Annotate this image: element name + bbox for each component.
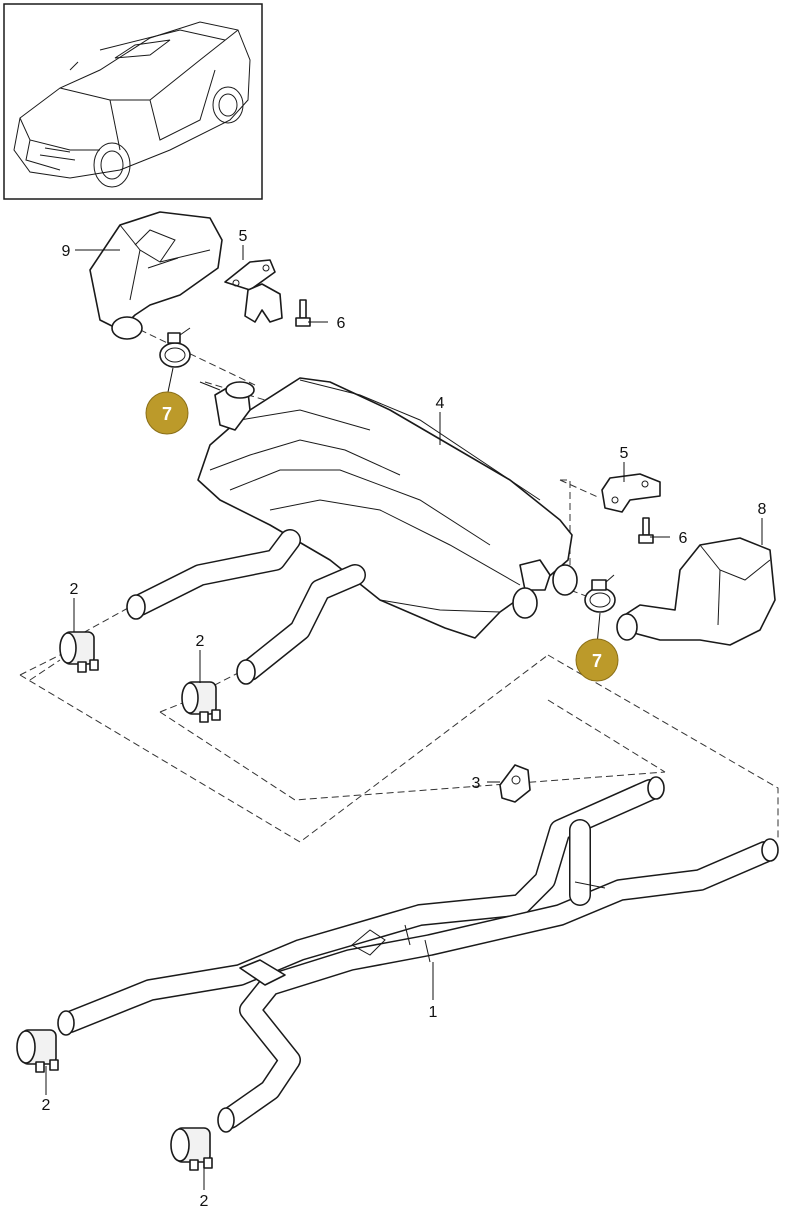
label-bracket-left: 5 xyxy=(239,228,248,245)
part-labels: 9 5 6 4 5 6 8 2 2 3 1 2 2 xyxy=(42,228,767,1210)
screw-right xyxy=(638,517,654,544)
bracket-right xyxy=(601,473,661,513)
tailpipe-left xyxy=(89,211,223,340)
label-bracket-right: 5 xyxy=(620,445,629,462)
label-screw-left: 6 xyxy=(337,315,346,332)
label-silencer: 4 xyxy=(436,395,445,412)
label-tailpipe-right: 8 xyxy=(758,501,767,518)
clamp-mid xyxy=(181,681,221,723)
callout-left-label: 7 xyxy=(162,404,172,424)
bracket-left xyxy=(224,259,283,323)
leader-lines xyxy=(45,245,763,1190)
callout-right-label: 7 xyxy=(592,651,602,671)
callout-right: 7 xyxy=(575,638,619,682)
label-clamp-low-left: 2 xyxy=(42,1097,51,1114)
clamp-low-left xyxy=(16,1029,59,1073)
label-front-pipe: 1 xyxy=(429,1004,438,1021)
clamp-left xyxy=(159,327,191,368)
callout-left: 7 xyxy=(145,391,189,435)
clamp-right xyxy=(584,574,616,613)
assembly-guides xyxy=(19,324,779,843)
silencer-outlet-pipes xyxy=(126,529,366,685)
rear-silencer xyxy=(197,377,578,639)
screw-left xyxy=(295,299,311,327)
label-clamp-bottom: 2 xyxy=(200,1193,209,1210)
label-clamp-mid: 2 xyxy=(196,633,205,650)
clamp-left-top xyxy=(59,631,99,673)
label-screw-right: 6 xyxy=(679,530,688,547)
rubber-mount xyxy=(499,764,531,803)
label-clamp-left-top: 2 xyxy=(70,581,79,598)
car-icon xyxy=(13,21,251,188)
label-tailpipe-left: 9 xyxy=(62,243,71,260)
vehicle-inset xyxy=(3,3,263,200)
clamp-bottom xyxy=(170,1127,213,1171)
tailpipe-right xyxy=(616,537,776,646)
front-pipe-assembly xyxy=(57,776,779,1133)
label-rubber-mount: 3 xyxy=(472,775,481,792)
